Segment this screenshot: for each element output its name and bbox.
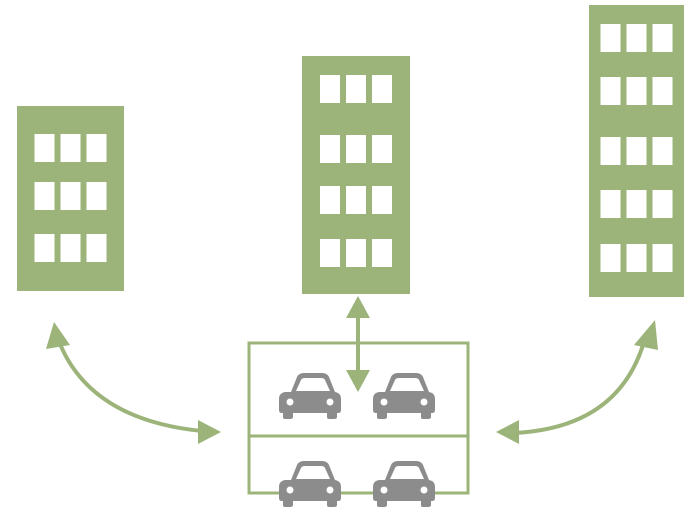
car-icon [373,461,435,507]
arrowhead-icon [346,296,370,318]
building-left [17,106,124,291]
car-icon [279,461,341,507]
window [626,24,647,52]
window [86,234,107,262]
window [600,244,621,272]
window [600,190,621,218]
window [346,75,366,103]
arrowhead-icon [496,420,519,444]
arrowhead-icon [346,370,370,392]
window [600,77,621,105]
window [346,239,366,267]
window [372,75,392,103]
window [652,77,673,105]
window [372,239,392,267]
window [626,244,647,272]
building-right [589,5,684,297]
window [346,186,366,214]
window [86,182,107,210]
window [60,234,81,262]
window [60,134,81,162]
arrow-center-to-garage [346,296,370,392]
window [34,234,55,262]
window [600,24,621,52]
window [34,182,55,210]
arrow-shaft [513,341,646,435]
car-icon [373,373,435,419]
window [372,135,392,163]
arrow-right-to-garage [496,320,658,444]
arrowhead-icon [634,320,658,350]
window [626,190,647,218]
arrow-left-to-garage [46,322,221,444]
window [86,134,107,162]
car-icon [279,373,341,419]
building-center [302,56,410,294]
arrowhead-icon [198,420,221,444]
window [346,135,366,163]
window [320,135,340,163]
window [652,137,673,165]
window [320,239,340,267]
window [626,137,647,165]
arrowhead-icon [46,322,70,349]
window [652,190,673,218]
window [600,137,621,165]
window [34,134,55,162]
window [652,24,673,52]
arrow-shaft [58,343,203,433]
window [372,186,392,214]
window [652,244,673,272]
window [60,182,81,210]
window [320,75,340,103]
window [320,186,340,214]
window [626,77,647,105]
garage-level-lower [279,461,435,507]
